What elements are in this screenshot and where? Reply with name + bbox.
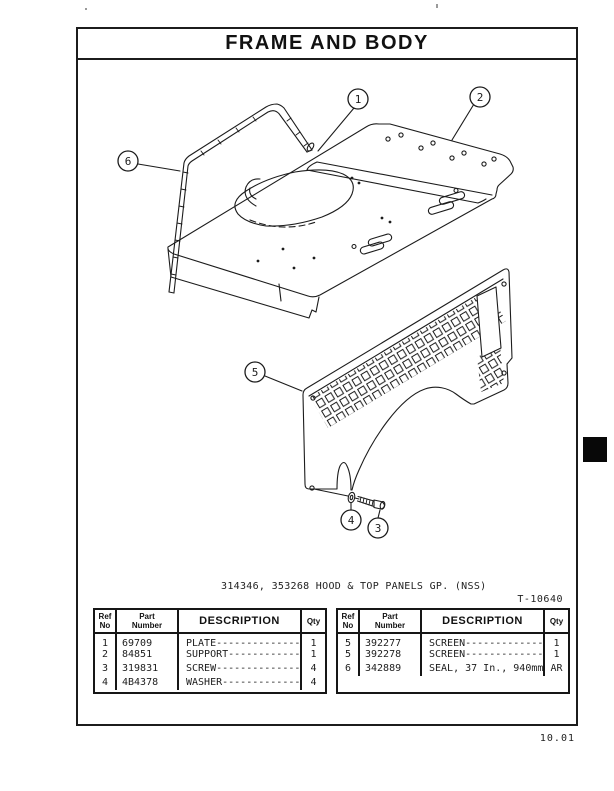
screen-panel bbox=[302, 268, 513, 491]
header-ref-line2: No bbox=[342, 621, 354, 630]
callout-6-label: 6 bbox=[125, 155, 132, 168]
callout-5-label: 5 bbox=[252, 366, 259, 379]
ref-cell: 5 bbox=[338, 648, 360, 662]
header-part-number: Part Number bbox=[117, 610, 179, 634]
desc-cell: WASHER--------------- bbox=[179, 676, 302, 690]
desc-cell: SCREEN--------------- bbox=[422, 648, 545, 662]
qty-cell: 1 bbox=[310, 638, 317, 648]
header-ref-no: Ref No bbox=[95, 610, 117, 634]
part-cell: 319831 bbox=[117, 662, 179, 676]
parts-table-right: Ref No Part Number DESCRIPTION Qty 5 392… bbox=[336, 608, 570, 694]
part-cell: 392277 bbox=[360, 634, 422, 648]
title-band: FRAME AND BODY bbox=[78, 29, 576, 60]
screen-mesh-band bbox=[310, 290, 506, 428]
header-description: DESCRIPTION bbox=[422, 610, 545, 634]
page-title: FRAME AND BODY bbox=[225, 32, 429, 54]
page-number: 10.01 bbox=[539, 733, 575, 744]
part-cell: 69709 bbox=[117, 634, 179, 648]
screen-rect-cutout bbox=[476, 286, 502, 358]
part-cell: 392278 bbox=[360, 648, 422, 662]
callout-4-circle bbox=[340, 509, 362, 531]
header-description: DESCRIPTION bbox=[179, 610, 302, 634]
ref-cell: 1 bbox=[95, 634, 117, 648]
ref-cell: 2 bbox=[95, 648, 117, 662]
header-ref-no: Ref No bbox=[338, 610, 360, 634]
hood-flange-holes bbox=[385, 132, 497, 167]
callout-4-label: 4 bbox=[348, 514, 355, 527]
hood-face-holes bbox=[256, 176, 392, 270]
callout-balloons bbox=[117, 86, 491, 539]
figure-reference: T-10640 bbox=[517, 594, 563, 605]
header-part-line2: Number bbox=[131, 621, 163, 630]
qty-cell: 4 bbox=[310, 677, 317, 688]
callout-5-circle bbox=[244, 361, 266, 383]
header-part-line1: Part bbox=[139, 612, 155, 621]
part-cell: 84851 bbox=[117, 648, 179, 662]
callout-3-label: 3 bbox=[375, 522, 382, 535]
header-ref-line2: No bbox=[99, 621, 111, 630]
washer bbox=[347, 491, 356, 504]
seal-frame bbox=[168, 103, 315, 294]
ref-cell: 6 bbox=[338, 662, 360, 676]
page-edge-tab bbox=[583, 437, 607, 462]
parts-table-left: Ref No Part Number DESCRIPTION Qty 1 697… bbox=[93, 608, 327, 694]
callout-3-circle bbox=[367, 517, 389, 539]
callout-1-label: 1 bbox=[355, 93, 362, 106]
part-cell: 342889 bbox=[360, 662, 422, 676]
callout-2-circle bbox=[469, 86, 491, 108]
callout-1-circle bbox=[347, 88, 369, 110]
header-part-number: Part Number bbox=[360, 610, 422, 634]
desc-cell: PLATE---------------- bbox=[179, 634, 302, 648]
ref-cell: 3 bbox=[95, 662, 117, 676]
leader-lines bbox=[137, 103, 475, 519]
hood-top-panel bbox=[167, 123, 514, 319]
desc-cell: SUPPORT-------------- bbox=[179, 648, 302, 662]
ref-cell: 4 bbox=[95, 676, 117, 690]
qty-cell: 4 bbox=[310, 663, 317, 674]
header-part-line1: Part bbox=[382, 612, 398, 621]
header-part-line2: Number bbox=[374, 621, 406, 630]
qty-cell: AR bbox=[550, 663, 563, 674]
qty-cell: 1 bbox=[310, 649, 317, 660]
callout-6-circle bbox=[117, 150, 139, 172]
desc-cell: SCREEN--------------- bbox=[422, 634, 545, 648]
header-qty: Qty bbox=[302, 610, 325, 634]
desc-cell: SCREW---------------- bbox=[179, 662, 302, 676]
screen-mesh-cluster bbox=[477, 346, 504, 392]
ref-cell: 5 bbox=[338, 634, 360, 648]
screw bbox=[356, 495, 386, 510]
header-ref-line1: Ref bbox=[98, 612, 112, 621]
header-qty: Qty bbox=[545, 610, 568, 634]
figure-caption: 314346, 353268 HOOD & TOP PANELS GP. (NS… bbox=[221, 581, 487, 592]
scan-speck bbox=[436, 4, 438, 8]
part-cell: 4B4378 bbox=[117, 676, 179, 690]
callout-2-label: 2 bbox=[477, 91, 484, 104]
desc-cell: SEAL, 37 In., 940mm-- bbox=[422, 662, 545, 676]
header-ref-line1: Ref bbox=[341, 612, 355, 621]
seal-end-plate bbox=[306, 142, 315, 152]
hood-slots bbox=[351, 187, 466, 255]
qty-cell: 1 bbox=[553, 638, 560, 648]
qty-cell: 1 bbox=[553, 649, 560, 660]
scan-speck bbox=[85, 8, 87, 10]
screw-washer bbox=[313, 488, 386, 510]
